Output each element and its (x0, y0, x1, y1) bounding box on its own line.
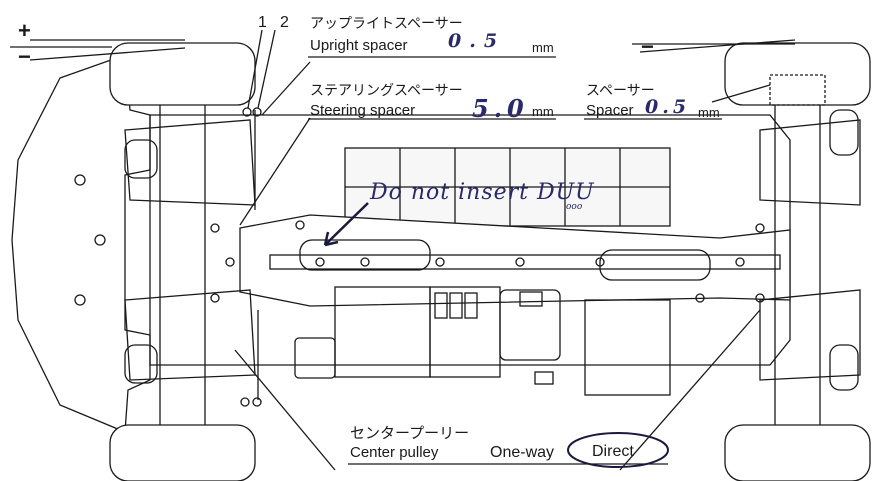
rear-right-wheel (724, 424, 871, 481)
rear-camber-minus-label: − (641, 34, 654, 59)
direct-selection-circle (567, 432, 669, 468)
center-pulley-option-direct: Direct (592, 443, 634, 460)
spacer-label-en: Spacer (586, 102, 634, 119)
spacer-value: 0.5 (645, 96, 691, 118)
upright-spacer-label-jp: アップライトスペーサー (310, 16, 463, 32)
handwritten-note-subscript: ooo (566, 202, 583, 212)
chassis-plate (149, 114, 791, 366)
spacer-label-jp: スペーサー (586, 83, 655, 99)
steering-spacer-label-en: Steering spacer (310, 102, 416, 119)
front-left-wheel (109, 42, 256, 106)
camber-minus-leader (29, 47, 186, 61)
servo (294, 337, 336, 379)
steering-spacer-value: 5.0 (472, 94, 529, 123)
link-number-1: 1 (258, 14, 267, 31)
upright-spacer-label-en: Upright spacer (310, 37, 408, 54)
steering-spacer-unit: mm (532, 104, 554, 119)
motor-block (584, 299, 671, 396)
upright-spacer-unit: mm (532, 40, 554, 55)
rear-left-wheel (724, 42, 871, 106)
center-pulley-option-oneway: One-way (490, 444, 555, 461)
steering-spacer-label-jp: ステアリングスペーサー (310, 83, 463, 99)
handwritten-note: Do not insert DUU (370, 180, 595, 205)
link-number-2: 2 (280, 14, 289, 31)
center-pulley-label-jp: センタープーリー (350, 424, 470, 442)
upper-deck (239, 214, 791, 307)
camber-minus-label: − (18, 44, 31, 69)
note-arrow (324, 202, 369, 246)
center-shaft (269, 254, 781, 270)
spacer-unit: mm (698, 105, 720, 120)
front-right-wheel (109, 424, 256, 481)
center-pulley-label-en: Center pulley (350, 444, 439, 461)
camber-plus-label: + (18, 18, 31, 43)
upright-spacer-value: 0.5 (448, 30, 506, 52)
